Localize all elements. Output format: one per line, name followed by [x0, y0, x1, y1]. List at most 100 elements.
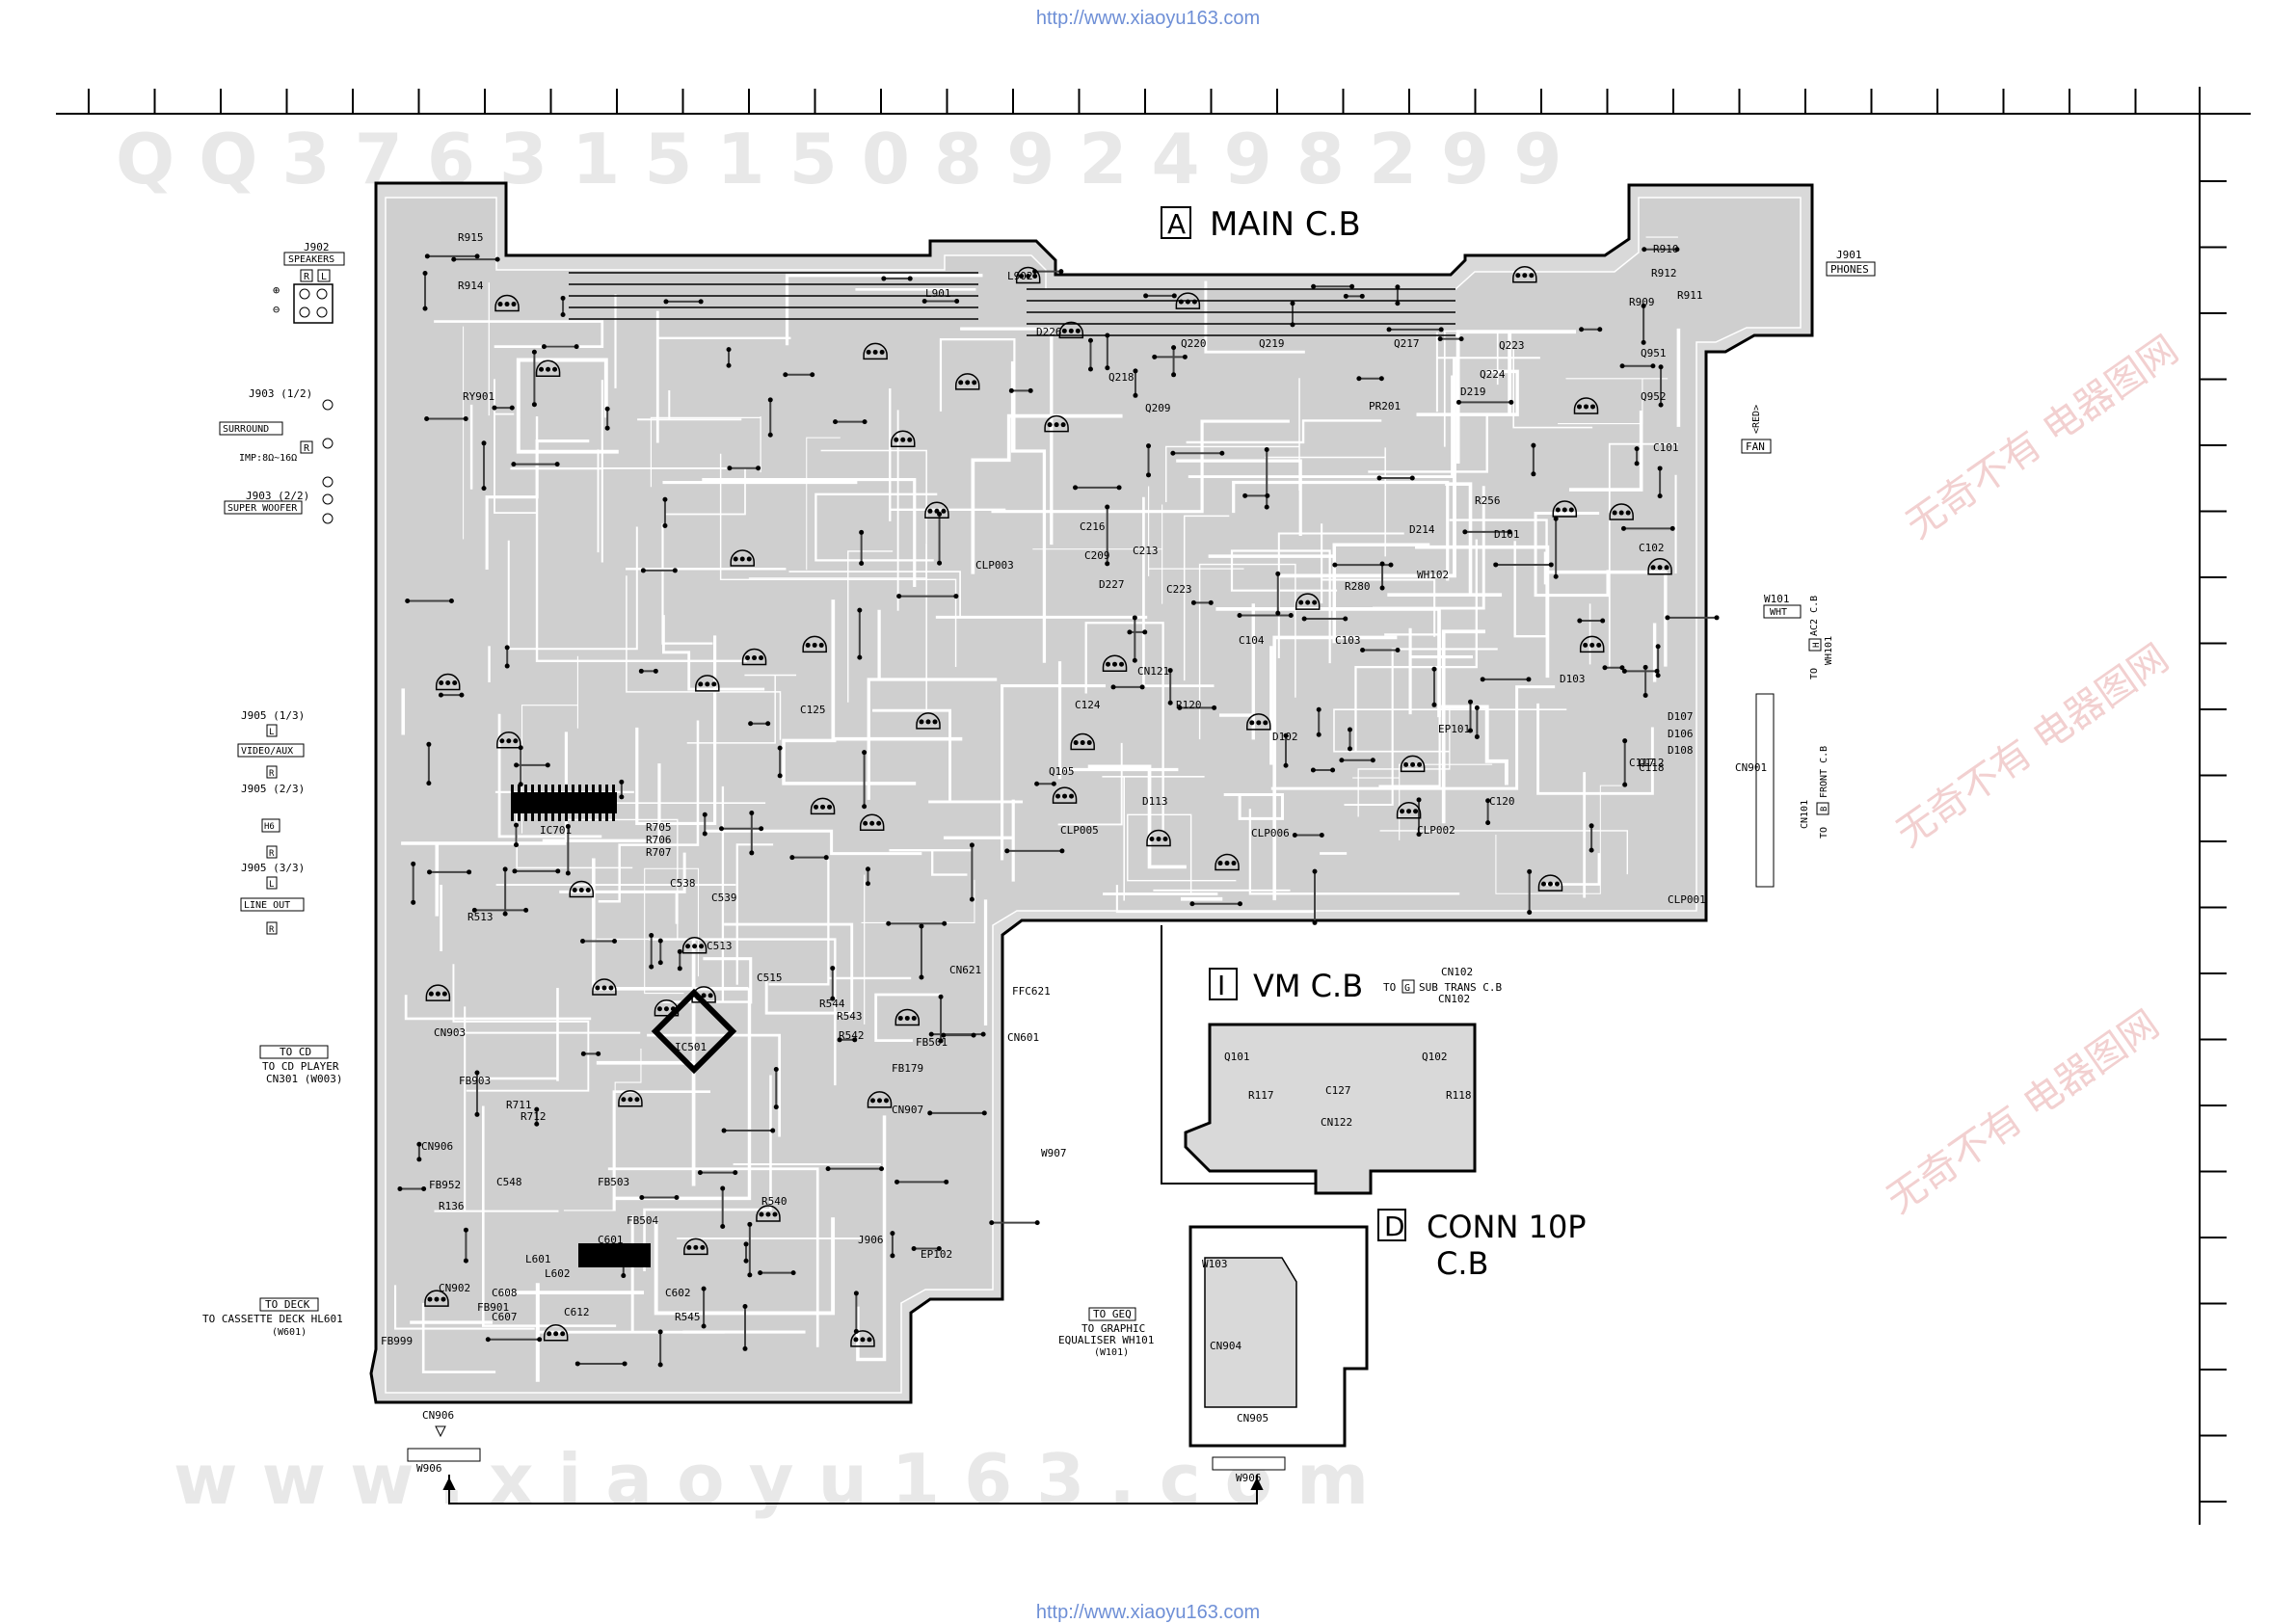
svg-text:R: R	[269, 769, 275, 779]
svg-text:I: I	[1217, 970, 1225, 1001]
ref-fb999: FB999	[381, 1335, 413, 1347]
ref-cn102: CN102	[1441, 966, 1473, 978]
ref-cn903: CN903	[434, 1026, 466, 1039]
svg-text:SUB TRANS C.B: SUB TRANS C.B	[1419, 981, 1502, 994]
component-wires	[399, 248, 1718, 1365]
ref-cn621: CN621	[949, 964, 981, 976]
ref-fb501: FB501	[916, 1036, 948, 1049]
ref-d101: D101	[1494, 528, 1520, 541]
svg-text:J905 (2/3): J905 (2/3)	[241, 783, 305, 795]
ref-c515: C515	[757, 972, 783, 984]
vm-board-outline	[1184, 1023, 1477, 1195]
svg-text:W906: W906	[416, 1462, 442, 1475]
svg-text:D: D	[1384, 1211, 1405, 1242]
svg-text:TO CD: TO CD	[280, 1046, 311, 1058]
ref-c103: C103	[1335, 634, 1361, 647]
ref-q219: Q219	[1259, 337, 1285, 350]
connector-j902: J902 SPEAKERS R L ⊕ ⊖	[273, 241, 345, 324]
svg-text:SURROUND: SURROUND	[223, 424, 269, 435]
ic701-body	[511, 792, 617, 813]
ref-c125: C125	[800, 704, 826, 716]
ref-clp005: CLP005	[1060, 824, 1099, 837]
svg-text:TO: TO	[1809, 668, 1820, 679]
ref-r711: R711	[506, 1099, 532, 1111]
ref-r280: R280	[1345, 580, 1371, 593]
connector-cn101: CN101 TO B FRONT C.B	[1755, 693, 1829, 888]
source-url-bottom: http://www.xiaoyu163.com	[1035, 1602, 1261, 1623]
connector-j903-woofer: J903 (2/2) SUPER WOOFER	[224, 476, 334, 524]
ref-q220: Q220	[1181, 337, 1207, 350]
ref-d226: D226	[1036, 326, 1062, 338]
ref-c102: C102	[1639, 542, 1665, 554]
ref-j906: J906	[858, 1234, 884, 1246]
svg-text:J903 (2/2): J903 (2/2)	[246, 490, 309, 502]
ref-ep101: EP101	[1438, 723, 1470, 735]
svg-text:W906: W906	[1236, 1472, 1262, 1484]
svg-text:FAN: FAN	[1746, 440, 1765, 453]
ref-c548: C548	[496, 1176, 522, 1188]
connector-geq: TO GEQ TO GRAPHIC EQUALISER WH101 (W101)	[1058, 1307, 1154, 1358]
ref-q209: Q209	[1145, 402, 1171, 414]
ref-clp001: CLP001	[1668, 893, 1706, 906]
ref-r909: R909	[1629, 296, 1655, 308]
ref-r706: R706	[646, 834, 672, 846]
ref-c601: C601	[598, 1234, 624, 1246]
ref-c127: C127	[1325, 1084, 1351, 1097]
ref-q952: Q952	[1641, 390, 1667, 403]
svg-text:A: A	[1167, 208, 1186, 240]
ref-q224: Q224	[1480, 368, 1506, 381]
svg-text:VIDEO/AUX: VIDEO/AUX	[241, 746, 293, 757]
ref-c539: C539	[711, 892, 737, 904]
svg-text:CN102: CN102	[1438, 993, 1470, 1005]
ref-ffc621: FFC621	[1012, 985, 1051, 998]
ref-r118: R118	[1446, 1089, 1472, 1102]
svg-text:FRONT C.B: FRONT C.B	[1819, 746, 1829, 798]
svg-text:B: B	[1820, 807, 1829, 812]
c601-block	[578, 1243, 651, 1267]
vm-board-title: I VM C.B TO G SUB TRANS C.B CN102	[1209, 968, 1502, 1005]
svg-text:R: R	[304, 443, 310, 454]
ref-cn122: CN122	[1321, 1116, 1352, 1129]
svg-text:TO: TO	[1819, 827, 1829, 839]
ref-ic501: IC501	[675, 1041, 707, 1053]
ref-r910: R910	[1653, 243, 1679, 255]
ref-c120: C120	[1489, 795, 1515, 808]
ref-c612: C612	[564, 1306, 590, 1318]
connector-deck: TO DECK TO CASSETTE DECK HL601 (W601)	[202, 1297, 343, 1338]
ref-d107: D107	[1668, 710, 1694, 723]
ref-ic701: IC701	[540, 824, 572, 837]
main-board-title: A MAIN C.B	[1161, 205, 1361, 244]
svg-text:J902: J902	[304, 241, 330, 253]
conn-board-inner	[1204, 1257, 1297, 1408]
ref-d102: D102	[1272, 731, 1298, 743]
ref-c118: C118	[1639, 761, 1665, 774]
ref-r912: R912	[1651, 267, 1677, 280]
ref-c513: C513	[707, 940, 733, 952]
component-labels: IC701IC501CN121CN122CN102CN621FFC621CN60…	[381, 231, 1767, 1424]
ref-pr201: PR201	[1369, 400, 1401, 413]
ref-ry901: RY901	[463, 390, 494, 403]
ref-fb903: FB903	[459, 1075, 491, 1087]
ref-d106: D106	[1668, 728, 1694, 740]
ref-cn901: CN901	[1735, 761, 1767, 774]
ref-q217: Q217	[1394, 337, 1420, 350]
svg-text:(W601): (W601)	[272, 1327, 307, 1338]
watermark-cn-3: 无奇不有 电器图网	[1879, 1002, 2167, 1223]
svg-text:TO CASSETTE DECK HL601: TO CASSETTE DECK HL601	[202, 1313, 343, 1325]
ref-r705: R705	[646, 821, 672, 834]
ref-cn906: CN906	[421, 1140, 453, 1153]
ref-fb179: FB179	[892, 1062, 923, 1075]
ref-cn121: CN121	[1137, 665, 1169, 678]
w906-link-line	[442, 1475, 1264, 1504]
svg-text:L: L	[269, 880, 274, 890]
ref-c117: C117	[1629, 757, 1655, 769]
connector-j905: J905 (1/3) L VIDEO/AUX R J905 (2/3) H6 R…	[237, 709, 305, 935]
ref-cn905: CN905	[1237, 1412, 1268, 1424]
ref-clp006: CLP006	[1251, 827, 1290, 839]
watermark-site: w w w . x i a o y u 1 6 3 . c o m	[174, 1439, 1369, 1520]
svg-text:TO CD PLAYER: TO CD PLAYER	[262, 1060, 339, 1073]
ref-q223: Q223	[1499, 339, 1525, 352]
ref-q951: Q951	[1641, 347, 1667, 359]
svg-text:R: R	[269, 849, 275, 859]
